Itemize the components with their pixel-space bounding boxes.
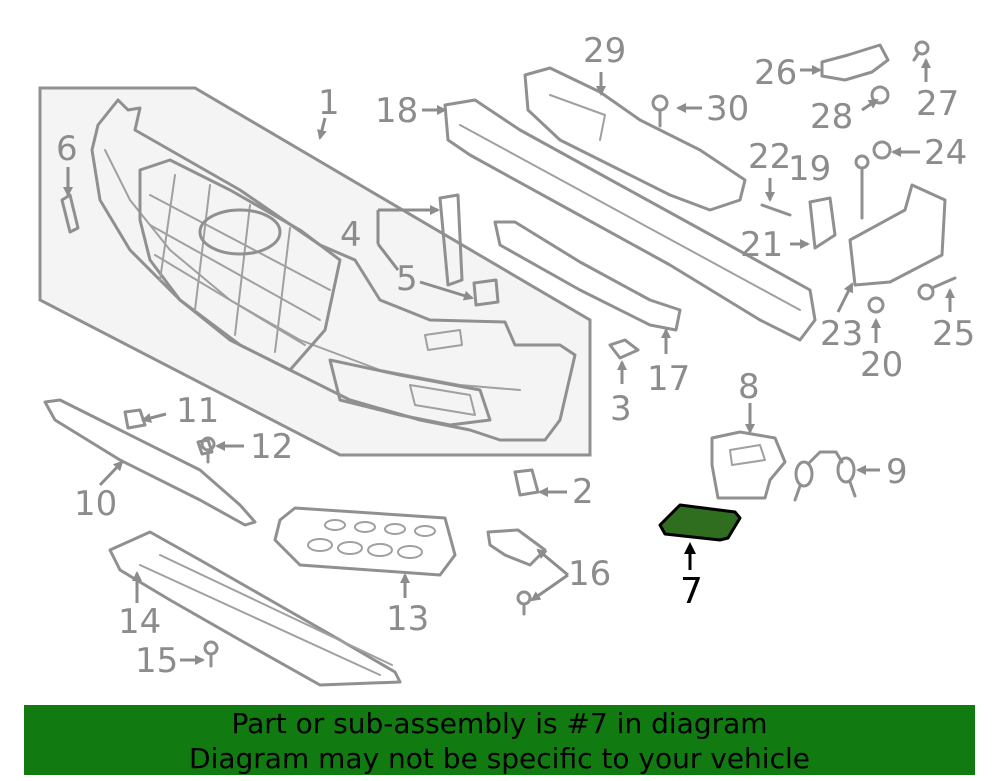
part-7-tow-hook-cover — [658, 503, 742, 542]
callout-4: 4 — [340, 215, 362, 255]
part-13-grille-insert — [273, 506, 457, 577]
part-3-clip — [608, 338, 640, 360]
part-23-bracket — [848, 183, 947, 287]
callout-27: 27 — [916, 84, 959, 124]
callout-7: 7 — [680, 571, 703, 612]
banner-line-part: Part or sub-assembly is #7 in diagram — [231, 707, 768, 740]
callout-17: 17 — [647, 359, 690, 399]
callout-18: 18 — [375, 91, 418, 131]
callout-29: 29 — [583, 31, 626, 71]
part-16-bracket — [486, 528, 547, 567]
callout-30: 30 — [706, 89, 749, 129]
part-9-spring — [793, 450, 857, 502]
callout-12: 12 — [250, 427, 293, 467]
callout-19: 19 — [788, 149, 831, 189]
callout-16: 16 — [568, 554, 611, 594]
callout-8: 8 — [738, 367, 760, 407]
banner-line-disclaimer: Diagram may not be specific to your vehi… — [189, 742, 810, 775]
callout-23: 23 — [820, 314, 863, 354]
callout-5: 5 — [396, 259, 418, 299]
parts-diagram: 1 2 3 4 5 6 7 8 9 10 11 12 13 14 15 16 1… — [38, 31, 975, 687]
callout-9: 9 — [886, 452, 908, 492]
part-17-absorber — [493, 220, 682, 332]
part-14-undertray — [108, 530, 402, 687]
part-26-bracket — [820, 43, 890, 82]
callout-13: 13 — [386, 599, 429, 639]
callout-3: 3 — [610, 389, 632, 429]
part-5-clip — [472, 278, 500, 307]
callout-21: 21 — [740, 225, 783, 265]
callout-22: 22 — [748, 137, 791, 177]
callout-11: 11 — [176, 391, 219, 431]
callout-15: 15 — [135, 641, 178, 681]
callout-26: 26 — [754, 53, 797, 93]
part-2-clip — [513, 468, 540, 497]
part-10-trim — [43, 398, 257, 527]
callout-28: 28 — [810, 97, 853, 137]
callout-labels: 1 2 3 4 5 6 7 8 9 10 11 12 13 14 15 16 1… — [56, 31, 975, 681]
callout-20: 20 — [860, 345, 903, 385]
part-21-bracket — [808, 196, 837, 250]
callout-24: 24 — [924, 133, 967, 173]
callout-1: 1 — [318, 83, 340, 123]
part-4-bracket — [438, 193, 464, 287]
callout-10: 10 — [74, 484, 117, 524]
callout-2: 2 — [572, 472, 594, 512]
part-info-banner: Part or sub-assembly is #7 in diagram Di… — [24, 705, 975, 775]
callout-14: 14 — [118, 602, 161, 642]
part-8-bracket — [710, 430, 787, 500]
part-18-impact-bar — [443, 98, 817, 342]
callout-6: 6 — [56, 129, 78, 169]
callout-25: 25 — [932, 314, 975, 354]
bumper-cover-group — [38, 86, 592, 457]
